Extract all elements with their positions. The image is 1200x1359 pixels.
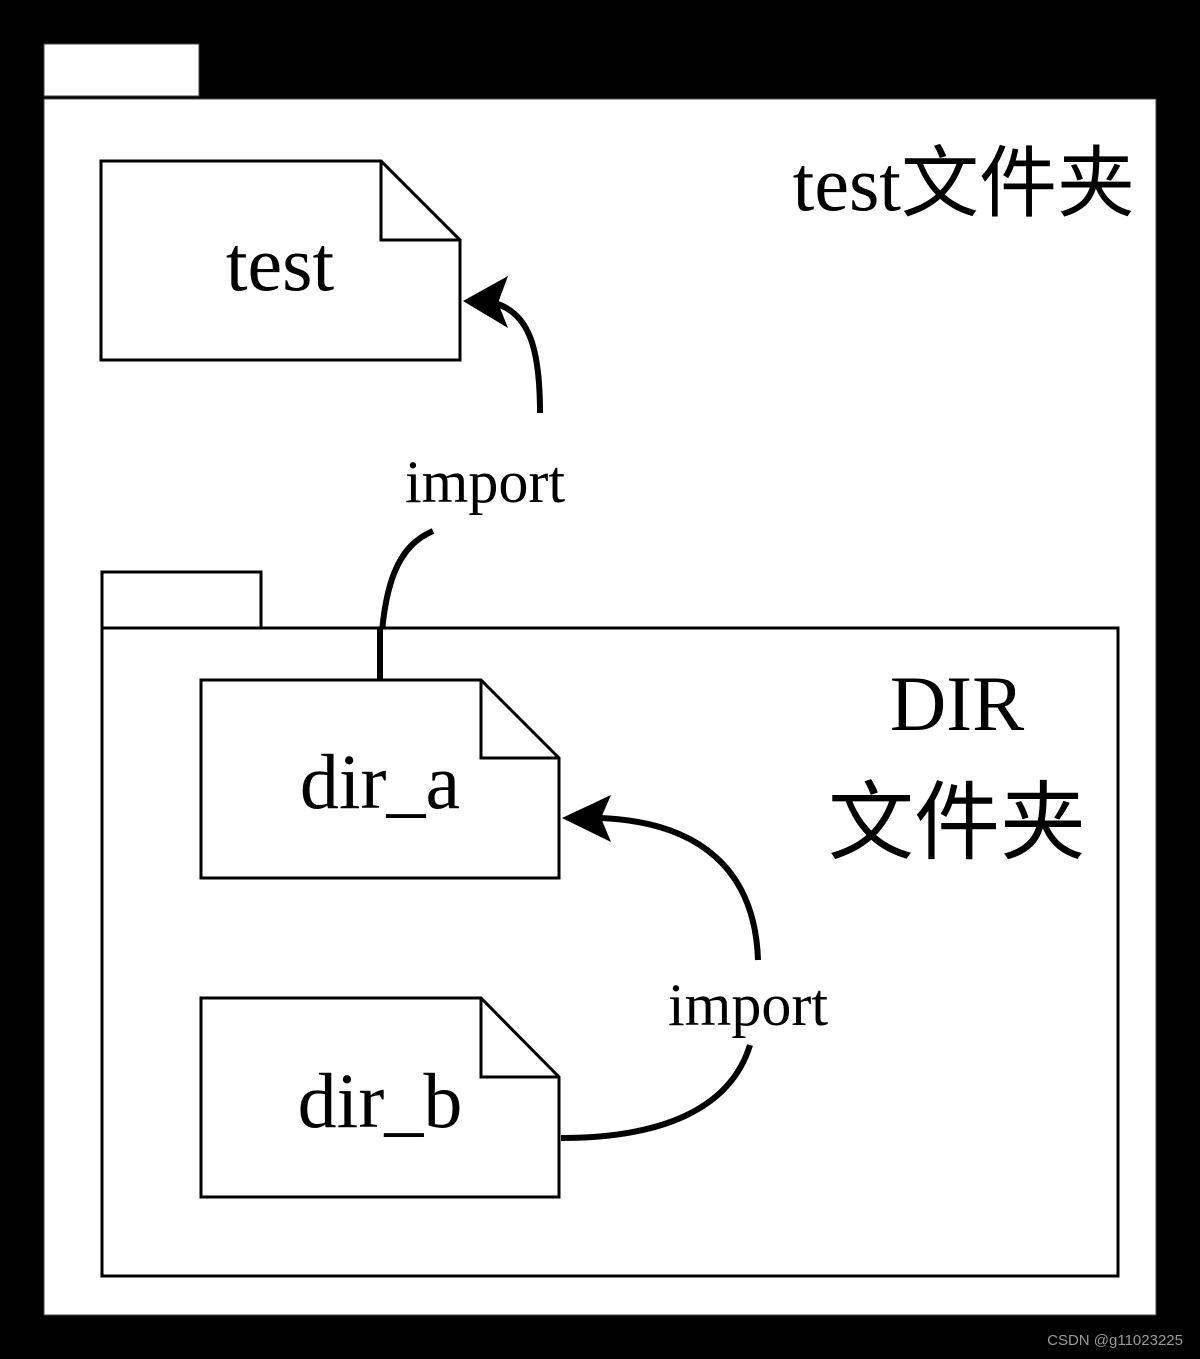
file-dir-b-shape (199, 996, 561, 1199)
outer-package-label-cjk: 文件夹 (901, 139, 1135, 229)
file-dir-a-shape (199, 678, 561, 880)
edge-label-import-2: import (668, 972, 828, 1038)
edge-dir-a-to-test: import (377, 276, 565, 681)
watermark: CSDN @g11023225 (1047, 1332, 1183, 1349)
file-dir-b-fold (479, 998, 559, 1079)
edge-dir-b-to-dir-a: import (560, 795, 828, 1141)
file-dir-b-label: dir_b (298, 1057, 463, 1144)
edge-dir-b-to-dir-a-upper (599, 815, 761, 961)
file-dir-a-label: dir_a (300, 738, 460, 825)
file-dir-a[interactable]: dir_a (199, 678, 561, 880)
outer-package-label: test文件夹 (793, 139, 1135, 229)
file-test[interactable]: test (99, 159, 462, 362)
outer-package-tab (43, 43, 200, 97)
file-test-shape (99, 159, 462, 362)
arrowhead-icon (463, 276, 508, 328)
outer-package-label-latin: test (793, 140, 902, 227)
edge-dir-a-to-test-upper (489, 299, 543, 414)
file-dir-a-fold (479, 680, 559, 760)
file-test-label: test (226, 220, 335, 307)
inner-package-label-line1: DIR (890, 660, 1024, 747)
inner-package-label-line2: 文件夹 (828, 773, 1086, 873)
file-test-fold (379, 161, 460, 242)
edge-dir-b-to-dir-a-lower (560, 1044, 753, 1141)
file-dir-b[interactable]: dir_b (199, 996, 561, 1199)
arrowhead-icon (562, 795, 611, 842)
edge-label-import-1: import (405, 449, 565, 515)
inner-package-tab (100, 570, 263, 630)
